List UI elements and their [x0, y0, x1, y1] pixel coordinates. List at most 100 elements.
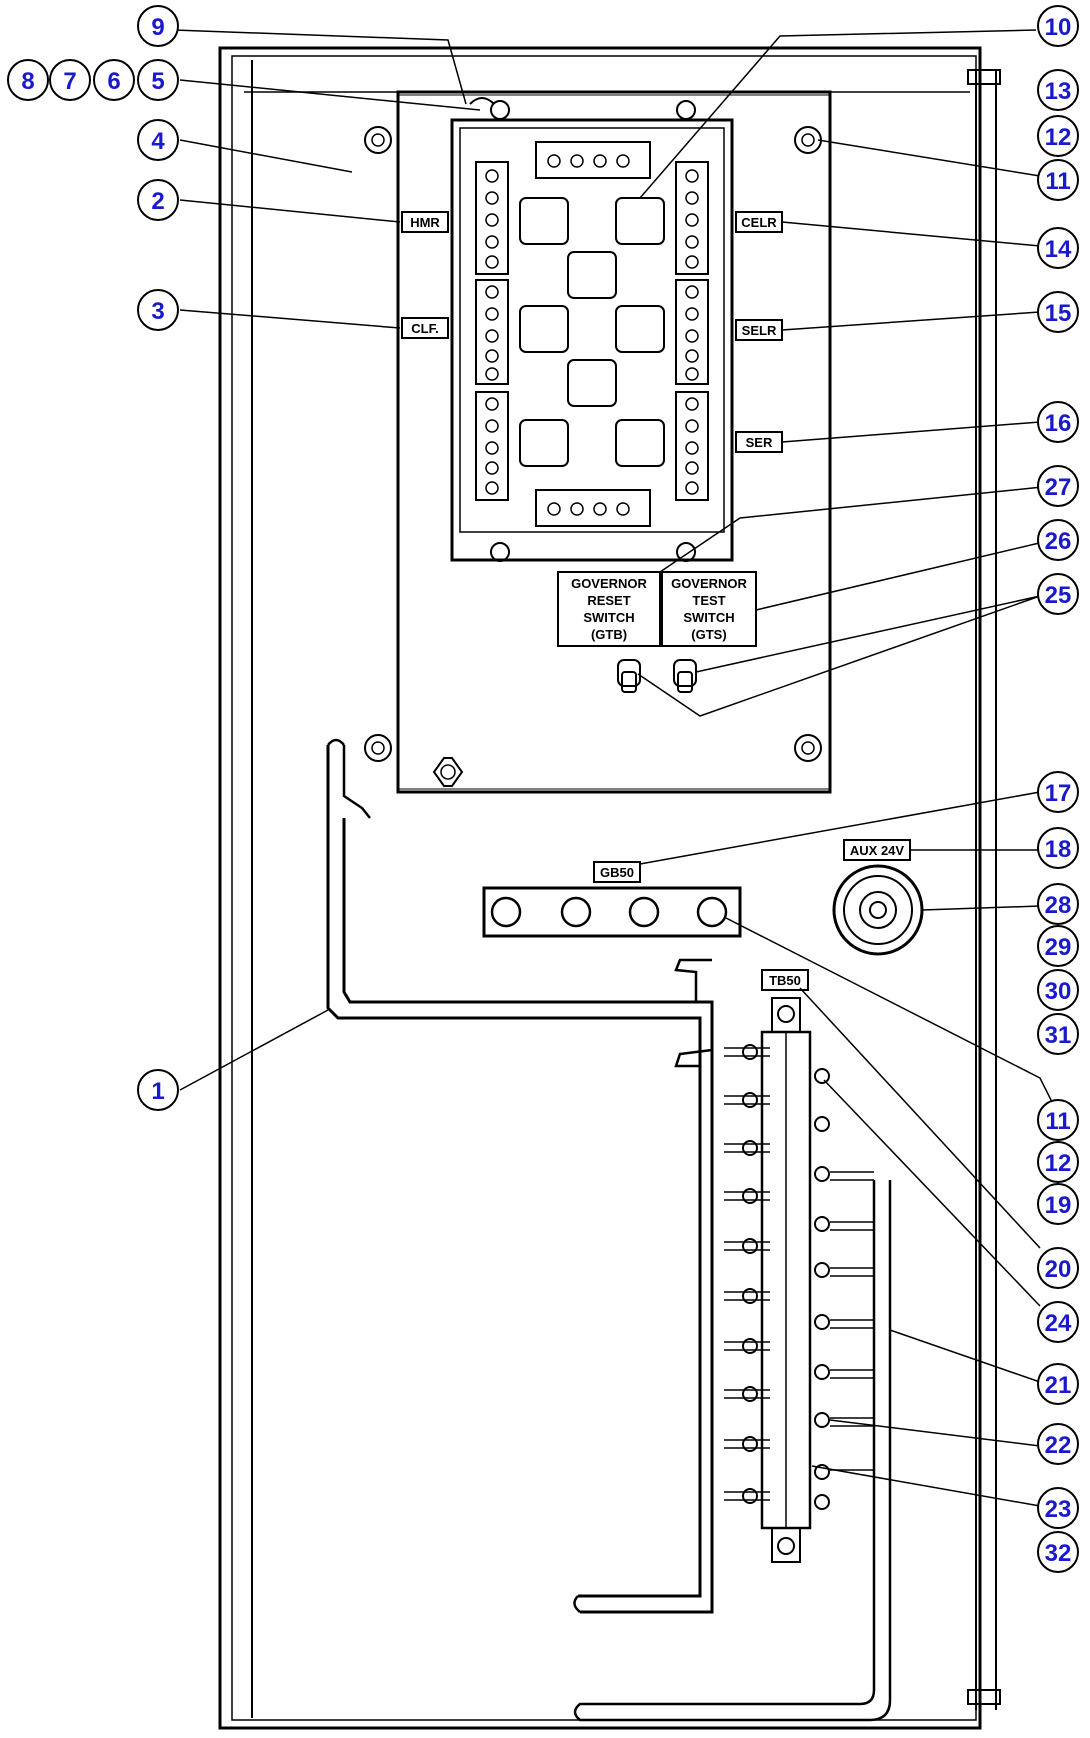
svg-text:25: 25	[1045, 582, 1072, 609]
svg-text:GB50: GB50	[600, 865, 634, 880]
callout-32: 32	[1037, 1531, 1079, 1573]
callout-22: 22	[1037, 1423, 1079, 1465]
callout-3: 3	[137, 289, 179, 331]
svg-text:32: 32	[1045, 1540, 1072, 1567]
governor-reset-switch-label: GOVERNOR RESET SWITCH (GTB)	[557, 571, 661, 647]
svg-text:29: 29	[1045, 934, 1072, 961]
relay-label-clf: CLF.	[401, 317, 449, 339]
svg-text:17: 17	[1045, 780, 1072, 807]
svg-text:AUX 24V: AUX 24V	[850, 843, 905, 858]
callout-11-top: 11	[1037, 159, 1079, 201]
svg-text:11: 11	[1045, 168, 1070, 195]
svg-text:SELR: SELR	[742, 323, 777, 338]
callout-4: 4	[137, 119, 179, 161]
callout-10: 10	[1037, 5, 1079, 47]
svg-text:SWITCH: SWITCH	[683, 610, 734, 625]
callout-27: 27	[1037, 465, 1079, 507]
callout-25: 25	[1037, 573, 1079, 615]
plate-screw-bottom-left	[364, 734, 392, 762]
relay-label-selr: SELR	[735, 319, 783, 341]
callout-15: 15	[1037, 291, 1079, 333]
governor-reset-switch[interactable]	[617, 659, 641, 693]
svg-text:TB50: TB50	[769, 973, 801, 988]
callout-20: 20	[1037, 1247, 1079, 1289]
terminal-board-label: TB50	[761, 969, 809, 991]
svg-text:8: 8	[21, 68, 34, 95]
svg-text:SWITCH: SWITCH	[583, 610, 634, 625]
svg-text:SER: SER	[746, 435, 773, 450]
callout-17: 17	[1037, 771, 1079, 813]
callout-29: 29	[1037, 925, 1079, 967]
callout-16: 16	[1037, 401, 1079, 443]
svg-text:20: 20	[1045, 1256, 1072, 1283]
callout-12-top: 12	[1037, 115, 1079, 157]
svg-text:4: 4	[151, 128, 165, 155]
svg-text:18: 18	[1045, 836, 1072, 863]
svg-text:GOVERNOR: GOVERNOR	[571, 576, 647, 591]
relay-label-ser: SER	[735, 431, 783, 453]
relay-label-celr: CELR	[735, 211, 783, 233]
ground-bar	[482, 886, 742, 938]
callout-5: 5	[137, 59, 179, 101]
governor-controller	[450, 97, 734, 562]
svg-text:24: 24	[1045, 1310, 1072, 1337]
leader-lines	[173, 29, 1061, 1507]
callout-8: 8	[7, 59, 49, 101]
ground-bar-label: GB50	[593, 861, 641, 883]
svg-text:RESET: RESET	[587, 593, 630, 608]
callout-19: 19	[1037, 1183, 1079, 1225]
controller-plate	[396, 90, 832, 794]
wire-harness-channel	[326, 738, 892, 1722]
svg-text:7: 7	[63, 68, 76, 95]
svg-text:26: 26	[1045, 528, 1072, 555]
svg-text:31: 31	[1045, 1022, 1072, 1049]
cabinet	[218, 46, 1001, 1730]
svg-text:CELR: CELR	[741, 215, 777, 230]
svg-text:GOVERNOR: GOVERNOR	[671, 576, 747, 591]
callout-6: 6	[93, 59, 135, 101]
callout-13: 13	[1037, 69, 1079, 111]
svg-text:5: 5	[151, 68, 164, 95]
callout-1: 1	[137, 1069, 179, 1111]
callout-28: 28	[1037, 883, 1079, 925]
svg-text:19: 19	[1045, 1192, 1072, 1219]
callout-12-bottom: 12	[1037, 1141, 1079, 1183]
callout-31: 31	[1037, 1013, 1079, 1055]
svg-text:15: 15	[1045, 300, 1072, 327]
plate-hex-nut	[432, 757, 464, 787]
governor-test-switch-label: GOVERNOR TEST SWITCH (GTS)	[661, 571, 757, 647]
callout-9: 9	[137, 5, 179, 47]
svg-text:13: 13	[1045, 78, 1072, 105]
svg-text:1: 1	[151, 1078, 164, 1105]
svg-text:16: 16	[1045, 410, 1072, 437]
terminal-board	[724, 997, 874, 1563]
svg-text:2: 2	[151, 188, 164, 215]
svg-text:(GTB): (GTB)	[591, 627, 627, 642]
callout-21: 21	[1037, 1363, 1079, 1405]
callout-30: 30	[1037, 969, 1079, 1011]
svg-text:28: 28	[1045, 892, 1072, 919]
svg-text:23: 23	[1045, 1496, 1072, 1523]
callout-11-bottom: 11	[1037, 1099, 1079, 1141]
callout-2: 2	[137, 179, 179, 221]
callout-23: 23	[1037, 1487, 1079, 1529]
svg-text:CLF.: CLF.	[411, 321, 438, 336]
plate-screw-top-left	[364, 126, 392, 154]
svg-text:11: 11	[1045, 1108, 1070, 1135]
svg-text:HMR: HMR	[410, 215, 440, 230]
governor-test-switch[interactable]	[673, 659, 697, 693]
aux-24v-label: AUX 24V	[843, 839, 911, 861]
callout-18: 18	[1037, 827, 1079, 869]
svg-text:10: 10	[1045, 14, 1072, 41]
svg-text:21: 21	[1045, 1372, 1072, 1399]
svg-text:30: 30	[1045, 978, 1072, 1005]
relay-label-hmr: HMR	[401, 211, 449, 233]
svg-text:14: 14	[1045, 236, 1072, 263]
callout-24: 24	[1037, 1301, 1079, 1343]
callout-14: 14	[1037, 227, 1079, 269]
callout-7: 7	[49, 59, 91, 101]
callout-26: 26	[1037, 519, 1079, 561]
plate-screw-bottom-right	[794, 734, 822, 762]
svg-text:9: 9	[151, 14, 164, 41]
